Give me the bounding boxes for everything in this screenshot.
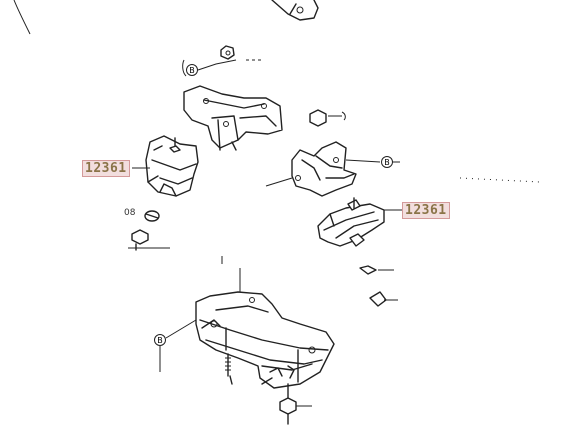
stud-bottom <box>279 383 312 425</box>
bolt-left <box>128 229 170 251</box>
bolt-marker-3: B <box>154 319 197 372</box>
nut-upper-right <box>309 109 346 127</box>
rear-mount-crossmember <box>195 291 335 389</box>
svg-text:B: B <box>384 158 390 167</box>
bolt-marker-2: B <box>345 156 541 183</box>
insulator-left <box>145 135 199 197</box>
stopper-right <box>369 291 398 307</box>
stud-left <box>225 353 233 385</box>
edge-line <box>13 0 31 35</box>
engine-block-fragment <box>271 0 319 21</box>
engine-mount-bracket-right <box>265 141 357 197</box>
part-number-callout-left[interactable]: 12361 <box>82 160 130 177</box>
insulator-right <box>317 197 385 247</box>
washer-part-prefix: 08 <box>124 208 136 218</box>
svg-text:B: B <box>157 336 163 345</box>
part-number-callout-right[interactable]: 12361 <box>402 202 450 219</box>
nut-part <box>220 45 235 60</box>
engine-mount-bracket-left <box>183 85 283 151</box>
washer-left <box>144 210 160 222</box>
svg-text:B: B <box>189 66 195 75</box>
bolt-marker-1: B <box>182 59 262 77</box>
clip-right <box>359 265 394 275</box>
